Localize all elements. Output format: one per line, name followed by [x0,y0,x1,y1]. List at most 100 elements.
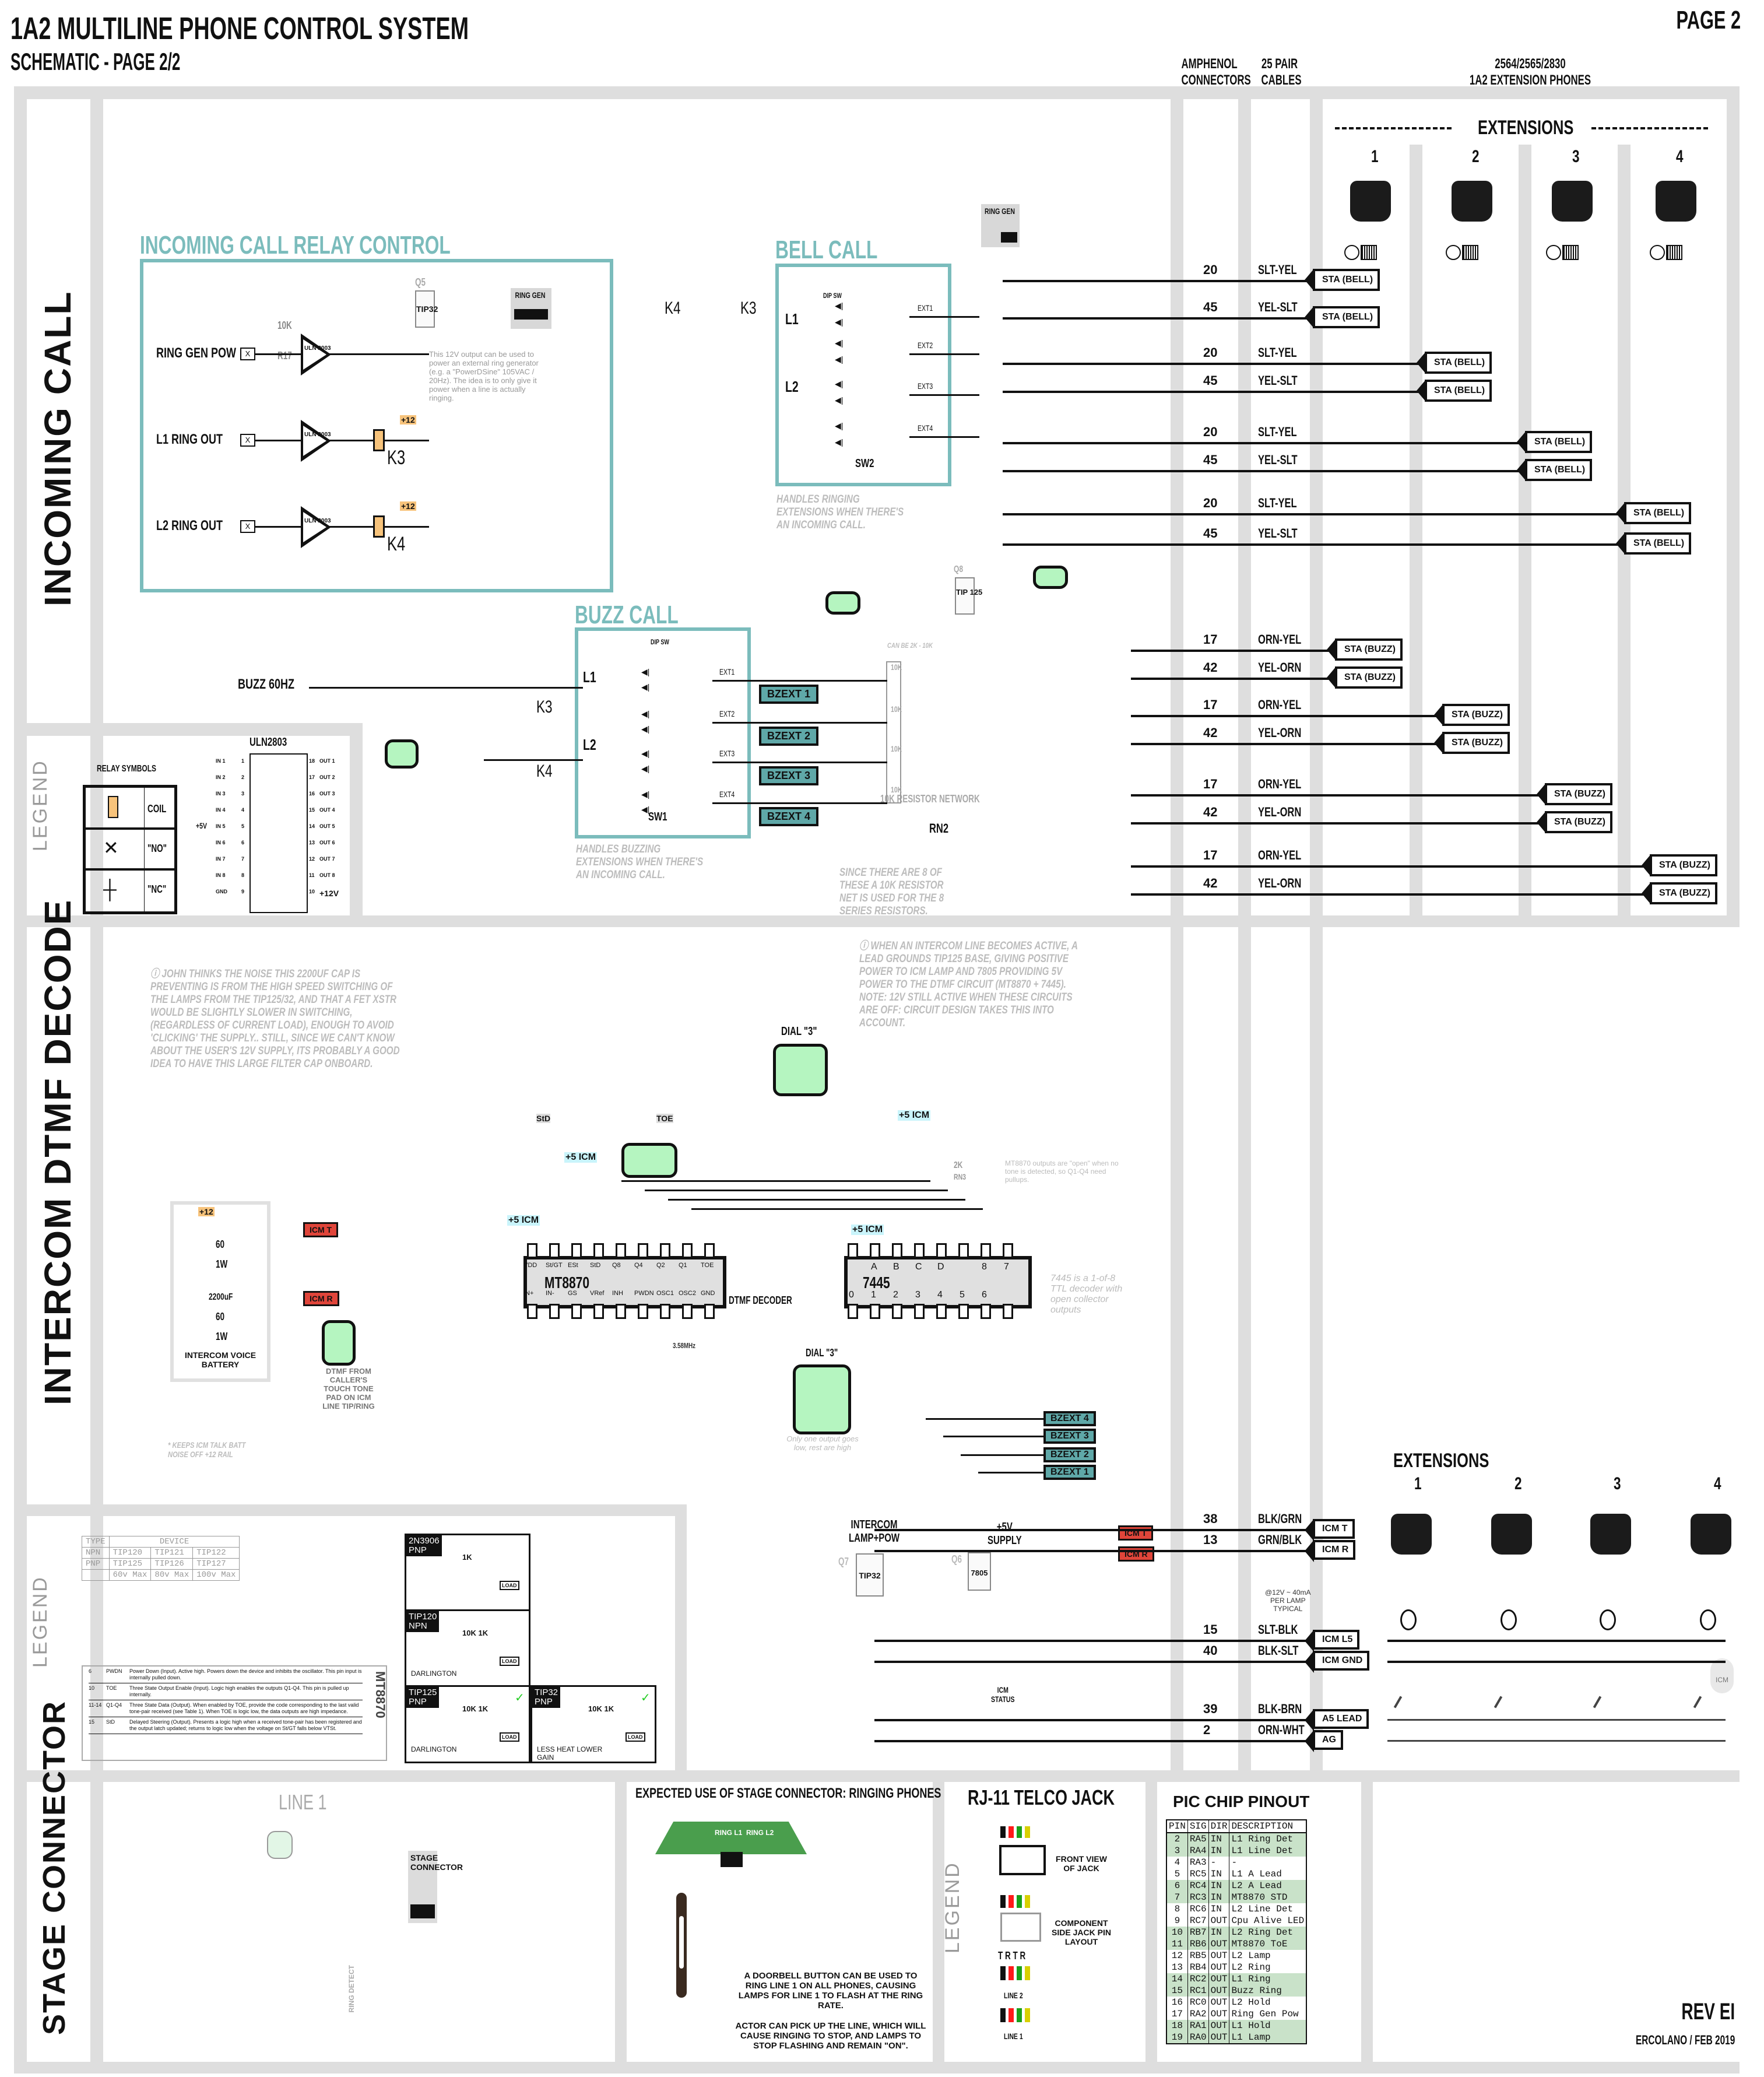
amphenol-pin: 20 [1203,424,1218,439]
uln-input-label: IN 6 [216,840,226,845]
icm-wire [874,1661,1313,1663]
bell-ext-label: EXT4 [918,423,933,433]
revision: REV EI [1681,1999,1735,2025]
mt8870-pin-sig: Q1-Q4 [106,1702,122,1708]
relay-coil-icon [373,429,385,451]
uln-output-label: OUT 6 [319,840,335,845]
transistor-caption: DARLINGTON [411,1669,457,1678]
ic7445-bottom-pin [936,1304,947,1319]
pic-table-cell: RC1 [1187,1985,1209,1997]
rn2-caption: 10K RESISTOR NETWORK [880,793,980,805]
frame-bottom [14,2062,1740,2074]
buzz-sw1-label: SW1 [648,811,667,823]
bzext-tag: BZEXT 4 [759,807,819,826]
tr-table-cell: TIP121 [150,1547,194,1559]
icm-ext-bus [1387,1740,1726,1742]
uln-right-pin: 18 [309,758,315,764]
pic-table-cell: 12 [1166,1950,1188,1962]
pic-table-cell: 10 [1166,1927,1188,1938]
doorbell-button-icon[interactable] [676,1893,687,1998]
dial3-label-top: DIAL "3" [781,1025,817,1038]
pic-table-cell: RC5 [1187,1868,1209,1880]
rn2-note: SINCE THERE ARE 8 OF THESE A 10K RESISTO… [839,866,944,917]
mt8870-top-pin-label: Q4 [634,1262,643,1269]
mt8870-pin-sig: TOE [106,1685,117,1691]
extension-number-4: 4 [1676,147,1684,166]
rj11-wire-color [1000,1895,1006,1908]
sta-bell-tag: STA (BELL) [1516,431,1593,453]
buffer-fill [303,339,326,370]
check-icon: ✓ [641,1692,651,1704]
buzz-wire [1131,650,1335,652]
relay-table-divider-2 [86,868,174,871]
diode-icon: ◀| [835,437,844,447]
stage-divider-3 [1145,1770,1157,2068]
pic-table-cell: 18 [1166,2020,1188,2032]
tr-table-cell [82,1569,110,1581]
uln-right-pin: 12 [309,856,315,862]
rn3-value: 2K [954,1160,963,1170]
mt8870-bottom-pin [682,1304,693,1319]
pic-table-cell: IN [1208,1845,1230,1857]
sta-bell-tag: STA (BELL) [1416,380,1492,402]
tr-table-cell: 60v Max [108,1569,152,1581]
dash-right [1591,127,1708,129]
cable-color: YEL-ORN [1258,805,1302,819]
rj11-trtr: T R T R [998,1950,1026,1962]
relay-input-label: L1 RING OUT [156,431,223,447]
icm-button-icon[interactable]: ICM [1710,1658,1734,1693]
uln-supply: +5V [196,821,207,830]
q7-part: TIP32 [859,1571,881,1580]
rn2-network [886,661,901,804]
q6-title-2: SUPPLY [988,1534,1022,1547]
sta-buzz-tag: STA (BUZZ) [1327,666,1403,689]
plus5-icm-tag-2: +5 ICM [507,1215,540,1226]
icm-t-tag-left: ICM T [303,1222,339,1237]
mt8870-bottom-pin [616,1304,626,1319]
pic-table-cell: OUT [1208,2020,1230,2032]
icm-wire [874,1529,1313,1531]
rj11-title: RJ-11 TELCO JACK [968,1785,1115,1809]
diode-icon: ◀| [641,749,650,758]
q8-ref: Q8 [954,564,964,574]
mt8870-pin-sig: StD [106,1719,115,1725]
mt8870-pin-desc: Power Down (Input). Active high. Powers … [129,1668,362,1680]
uln-right-pin: 11 [309,872,315,878]
uln-output-label: OUT 3 [319,791,335,797]
bell-ext-label: EXT2 [918,341,933,350]
rj11-line1-color [1025,2008,1030,2022]
rj11-wire-color [1008,1895,1014,1908]
bell-coil-icon [1562,245,1579,260]
pic-table-cell: 3 [1166,1845,1188,1857]
pic-table-cell: RA4 [1187,1845,1209,1857]
cable-color: YEL-ORN [1258,660,1302,675]
cable-color: YEL-SLT [1258,526,1298,541]
uln-output-label: OUT 5 [319,823,335,829]
uln2003-label: ULN 2003 [304,518,331,524]
ic7445-bottom-pin-label: 4 [937,1290,943,1300]
pic-table-cell: OUT [1208,2032,1230,2044]
rj11-wire-color [1000,1826,1006,1838]
no-contact-icon: ✕ [103,837,119,858]
mt8870-bottom-pin-label: OSC2 [679,1290,696,1297]
ic7445-top-pin [848,1243,858,1258]
uln2003-label: ULN 2003 [304,345,331,352]
diode-icon: ◀| [835,317,844,327]
extension-phone-icon [1452,181,1492,222]
buzz-k4-wire [484,759,583,761]
author-date: ERCOLANO / FEB 2019 [1635,2033,1735,2047]
buzz-wire [1131,794,1545,797]
buzz-ext-label: EXT1 [719,667,735,676]
ic7445-top-pin-label: 8 [982,1262,987,1272]
pic-table-cell: 4 [1166,1857,1188,1868]
buzz-5v-wave [621,1143,677,1178]
buffer-fill [303,426,326,456]
cable-color: YEL-SLT [1258,300,1298,314]
bell-wire [1003,317,1313,320]
